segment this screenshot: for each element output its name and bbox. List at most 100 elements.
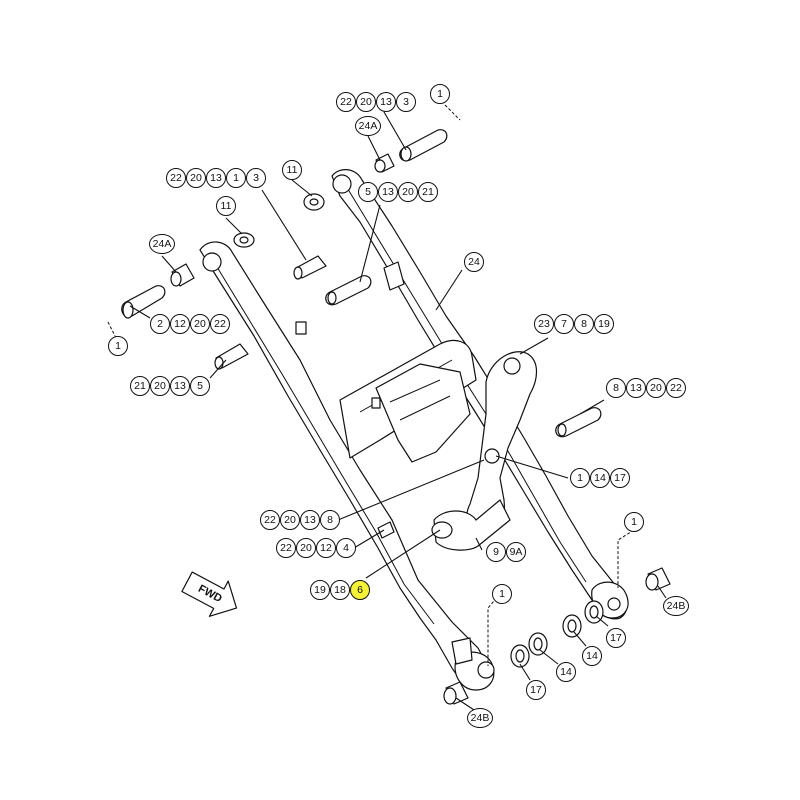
callout-number: 20 xyxy=(154,380,166,392)
middle-pin xyxy=(325,275,372,306)
callout-bubble xyxy=(666,378,686,398)
callout-number: 22 xyxy=(340,96,352,108)
callout-bubble xyxy=(376,92,396,112)
callout-bubble xyxy=(554,314,574,334)
callout-number: 20 xyxy=(190,172,202,184)
tilt-link xyxy=(433,499,511,551)
callout-bubble xyxy=(170,376,190,396)
callout-group-right-17: 17 xyxy=(606,628,626,648)
callout-bubble xyxy=(206,168,226,188)
callout-number: 3 xyxy=(253,172,259,184)
callout-group-left-11: 11 xyxy=(216,196,236,216)
callout-bubble xyxy=(108,336,128,356)
callout-number: 24B xyxy=(471,712,490,724)
callout-bubble xyxy=(130,376,150,396)
callout-number: 8 xyxy=(327,514,333,526)
callout-number: 1 xyxy=(437,88,443,100)
callout-number: 4 xyxy=(343,542,349,554)
callout-number: 24 xyxy=(468,256,480,268)
callout-number: 24B xyxy=(667,600,686,612)
lug-center xyxy=(371,397,381,409)
callout-number: 6 xyxy=(357,584,363,596)
left-nose-bore xyxy=(477,661,495,679)
callout-number: 9 xyxy=(493,546,499,558)
callout-bubble xyxy=(358,182,378,202)
callout-number: 5 xyxy=(197,380,203,392)
callout-bubble xyxy=(150,376,170,396)
callout-bubble xyxy=(355,116,381,136)
callout-bubble xyxy=(282,160,302,180)
loader-arm-frame xyxy=(199,169,629,691)
callout-number: 13 xyxy=(380,96,392,108)
callout-bubble xyxy=(166,168,186,188)
callout-number: 22 xyxy=(280,542,292,554)
callout-group-right-1: 1 xyxy=(624,512,644,532)
callout-bubble xyxy=(186,168,206,188)
callout-bubble xyxy=(310,580,330,600)
callout-number: 24A xyxy=(153,238,172,250)
callout-number: 11 xyxy=(287,164,298,176)
right-nose-bore xyxy=(607,597,621,611)
callout-number: 24A xyxy=(359,120,378,132)
callout-number: 1 xyxy=(499,588,505,600)
left-boom-top-bore xyxy=(202,252,222,272)
lug-left xyxy=(295,321,307,335)
callout-number: 13 xyxy=(304,514,316,526)
callout-bubble xyxy=(526,680,546,700)
leader-lines xyxy=(107,104,667,711)
callout-number: 19 xyxy=(314,584,326,596)
callout-group-left-24a: 24A xyxy=(149,234,175,254)
callout-bubble xyxy=(663,596,689,616)
callout-bubble xyxy=(590,468,610,488)
callout-group-low-14: 14 xyxy=(556,662,576,682)
callout-number: 8 xyxy=(581,318,587,330)
callout-bubble xyxy=(246,168,266,188)
callout-bubble xyxy=(646,378,666,398)
callout-number: 18 xyxy=(334,584,346,596)
callout-bubble xyxy=(378,182,398,202)
callout-bubble xyxy=(350,580,370,600)
callout-group-upper-5: 5 13 20 21 xyxy=(358,182,438,202)
callout-bubble xyxy=(606,628,626,648)
callout-number: 13 xyxy=(382,186,394,198)
callout-bubble xyxy=(506,542,526,562)
callout-bubble xyxy=(296,538,316,558)
callout-bubble xyxy=(492,584,512,604)
callout-bubble xyxy=(430,84,450,104)
callout-group-top-24a: 24A xyxy=(355,116,381,136)
callout-number: 9A xyxy=(510,546,523,558)
callout-number: 19 xyxy=(598,318,610,330)
callout-number: 22 xyxy=(670,382,682,394)
callout-number: 5 xyxy=(365,186,371,198)
bellcrank-top-bore xyxy=(503,357,521,375)
callout-number: 12 xyxy=(320,542,332,554)
callout-bubble xyxy=(226,168,246,188)
callout-group-low-24b: 24B xyxy=(467,708,493,728)
callout-bubble xyxy=(149,234,175,254)
callout-bubble xyxy=(216,196,236,216)
callout-number: 14 xyxy=(586,650,598,662)
callout-number: 21 xyxy=(422,186,434,198)
callout-group-right-14: 14 xyxy=(582,646,602,666)
callout-group-low-6: 19 18 6 xyxy=(310,580,370,600)
callout-bubble xyxy=(150,314,170,334)
right-pin xyxy=(555,407,602,438)
callout-number: 20 xyxy=(402,186,414,198)
callout-bubble xyxy=(210,314,230,334)
callout-number: 17 xyxy=(530,684,542,696)
callout-bubble xyxy=(486,542,506,562)
callout-group-right-24b: 24B xyxy=(663,596,689,616)
callout-number: 7 xyxy=(561,318,567,330)
callout-bubble xyxy=(582,646,602,666)
callout-bubble xyxy=(467,708,493,728)
callout-bubble xyxy=(336,538,356,558)
lug-upper xyxy=(383,261,405,291)
callout-group-link-9: 9 9A xyxy=(486,542,526,562)
bellcrank-center-bore xyxy=(484,448,500,464)
